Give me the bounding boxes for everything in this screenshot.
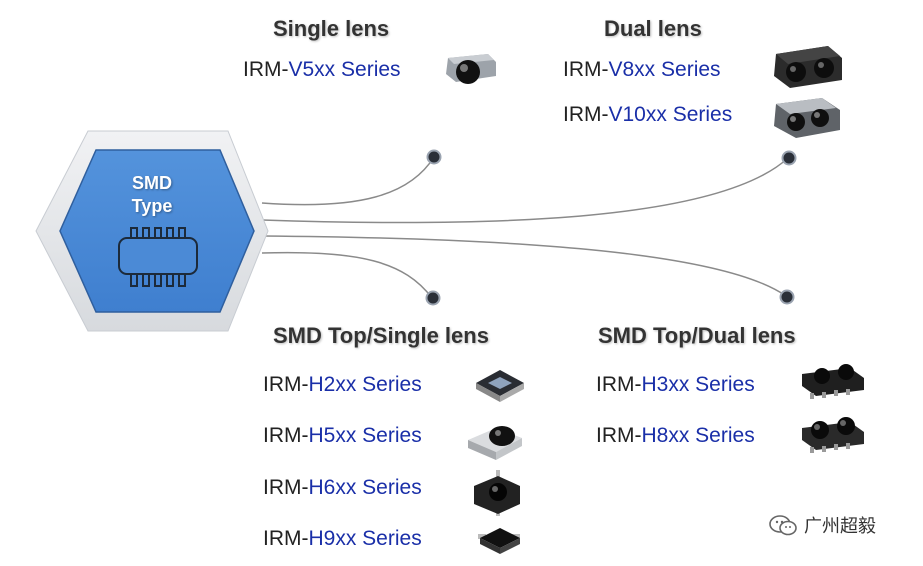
product-image-v10xx <box>774 98 840 138</box>
product-image-v5xx <box>446 54 496 84</box>
series-item-v8xx: IRM-V8xx Series <box>563 58 721 81</box>
product-image-h8xx <box>802 417 864 453</box>
chip-icon <box>118 227 198 287</box>
series-item-h9xx: IRM-H9xx Series <box>263 527 422 550</box>
product-image-h5xx <box>468 426 522 460</box>
product-image-h3xx <box>802 364 864 399</box>
connector-dot-dual-lens <box>781 150 797 166</box>
connector-dot-smd-top-dual <box>779 289 795 305</box>
hub-label: SMD Type <box>107 172 197 218</box>
series-item-h8xx: IRM-H8xx Series <box>596 424 755 447</box>
series-item-h5xx: IRM-H5xx Series <box>263 424 422 447</box>
connector-smd-top-dual <box>261 235 787 297</box>
group-title-smd-top-single: SMD Top/Single lens <box>273 323 489 348</box>
group-title-dual-lens: Dual lens <box>604 16 702 41</box>
connector-smd-top-single <box>261 251 433 299</box>
watermark-text: 广州超毅 <box>804 516 876 536</box>
hub-label-line1: SMD <box>132 173 172 193</box>
product-image-h9xx <box>478 528 520 554</box>
product-image-h6xx <box>474 470 520 516</box>
group-title-single-lens: Single lens <box>273 16 390 41</box>
wechat-icon <box>769 515 797 536</box>
series-item-v5xx: IRM-V5xx Series <box>243 58 401 81</box>
hex-hub <box>59 149 255 313</box>
group-title-smd-top-dual: SMD Top/Dual lens <box>598 323 796 348</box>
series-item-v10xx: IRM-V10xx Series <box>563 103 733 126</box>
series-item-h6xx: IRM-H6xx Series <box>263 476 422 499</box>
product-image-v8xx <box>774 46 842 88</box>
series-item-h2xx: IRM-H2xx Series <box>263 373 422 396</box>
connector-single-lens <box>261 156 435 206</box>
watermark: 广州超毅 <box>768 512 876 538</box>
connector-dot-single-lens <box>426 149 442 165</box>
series-item-h3xx: IRM-H3xx Series <box>596 373 755 396</box>
hub-label-line2: Type <box>131 196 173 216</box>
product-image-h2xx <box>476 370 524 402</box>
connector-dot-smd-top-single <box>425 290 441 306</box>
connector-dual-lens <box>261 157 789 224</box>
